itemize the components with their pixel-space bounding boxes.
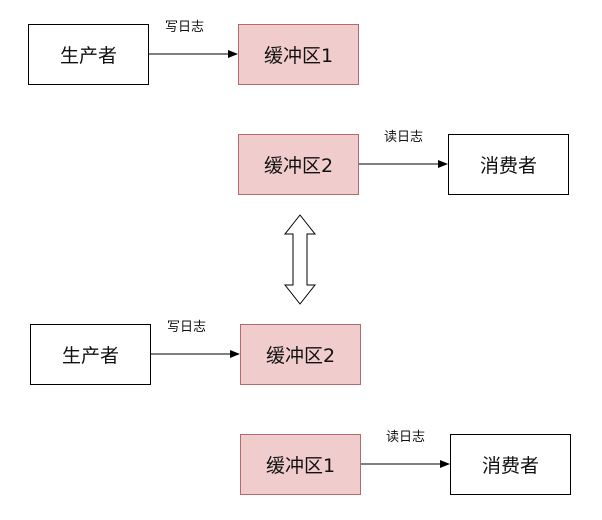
bottom-buffer-read-node: 缓冲区1 [240,434,361,495]
top-consumer-node: 消费者 [448,134,569,195]
top-buffer-read-label: 缓冲区2 [263,155,334,177]
top-producer-node: 生产者 [28,24,149,85]
bottom-producer-label: 生产者 [61,345,119,367]
bottom-buffer-write-node: 缓冲区2 [240,324,361,385]
bottom-buffer-write-label: 缓冲区2 [265,345,336,367]
bottom-producer-node: 生产者 [30,324,151,385]
bottom-read-label: 读日志 [386,430,426,445]
bottom-consumer-label: 消费者 [481,455,539,477]
bottom-write-label: 写日志 [167,320,207,335]
top-consumer-label: 消费者 [479,155,537,177]
bottom-buffer-read-label: 缓冲区1 [265,455,336,477]
top-producer-label: 生产者 [59,45,117,67]
top-read-label: 读日志 [384,130,424,145]
top-buffer-write-node: 缓冲区1 [238,24,359,85]
top-buffer-write-label: 缓冲区1 [263,45,334,67]
top-buffer-read-node: 缓冲区2 [238,134,359,195]
top-write-label: 写日志 [165,20,205,35]
bottom-consumer-node: 消费者 [450,434,571,495]
swap-double-arrow-icon [283,214,317,305]
